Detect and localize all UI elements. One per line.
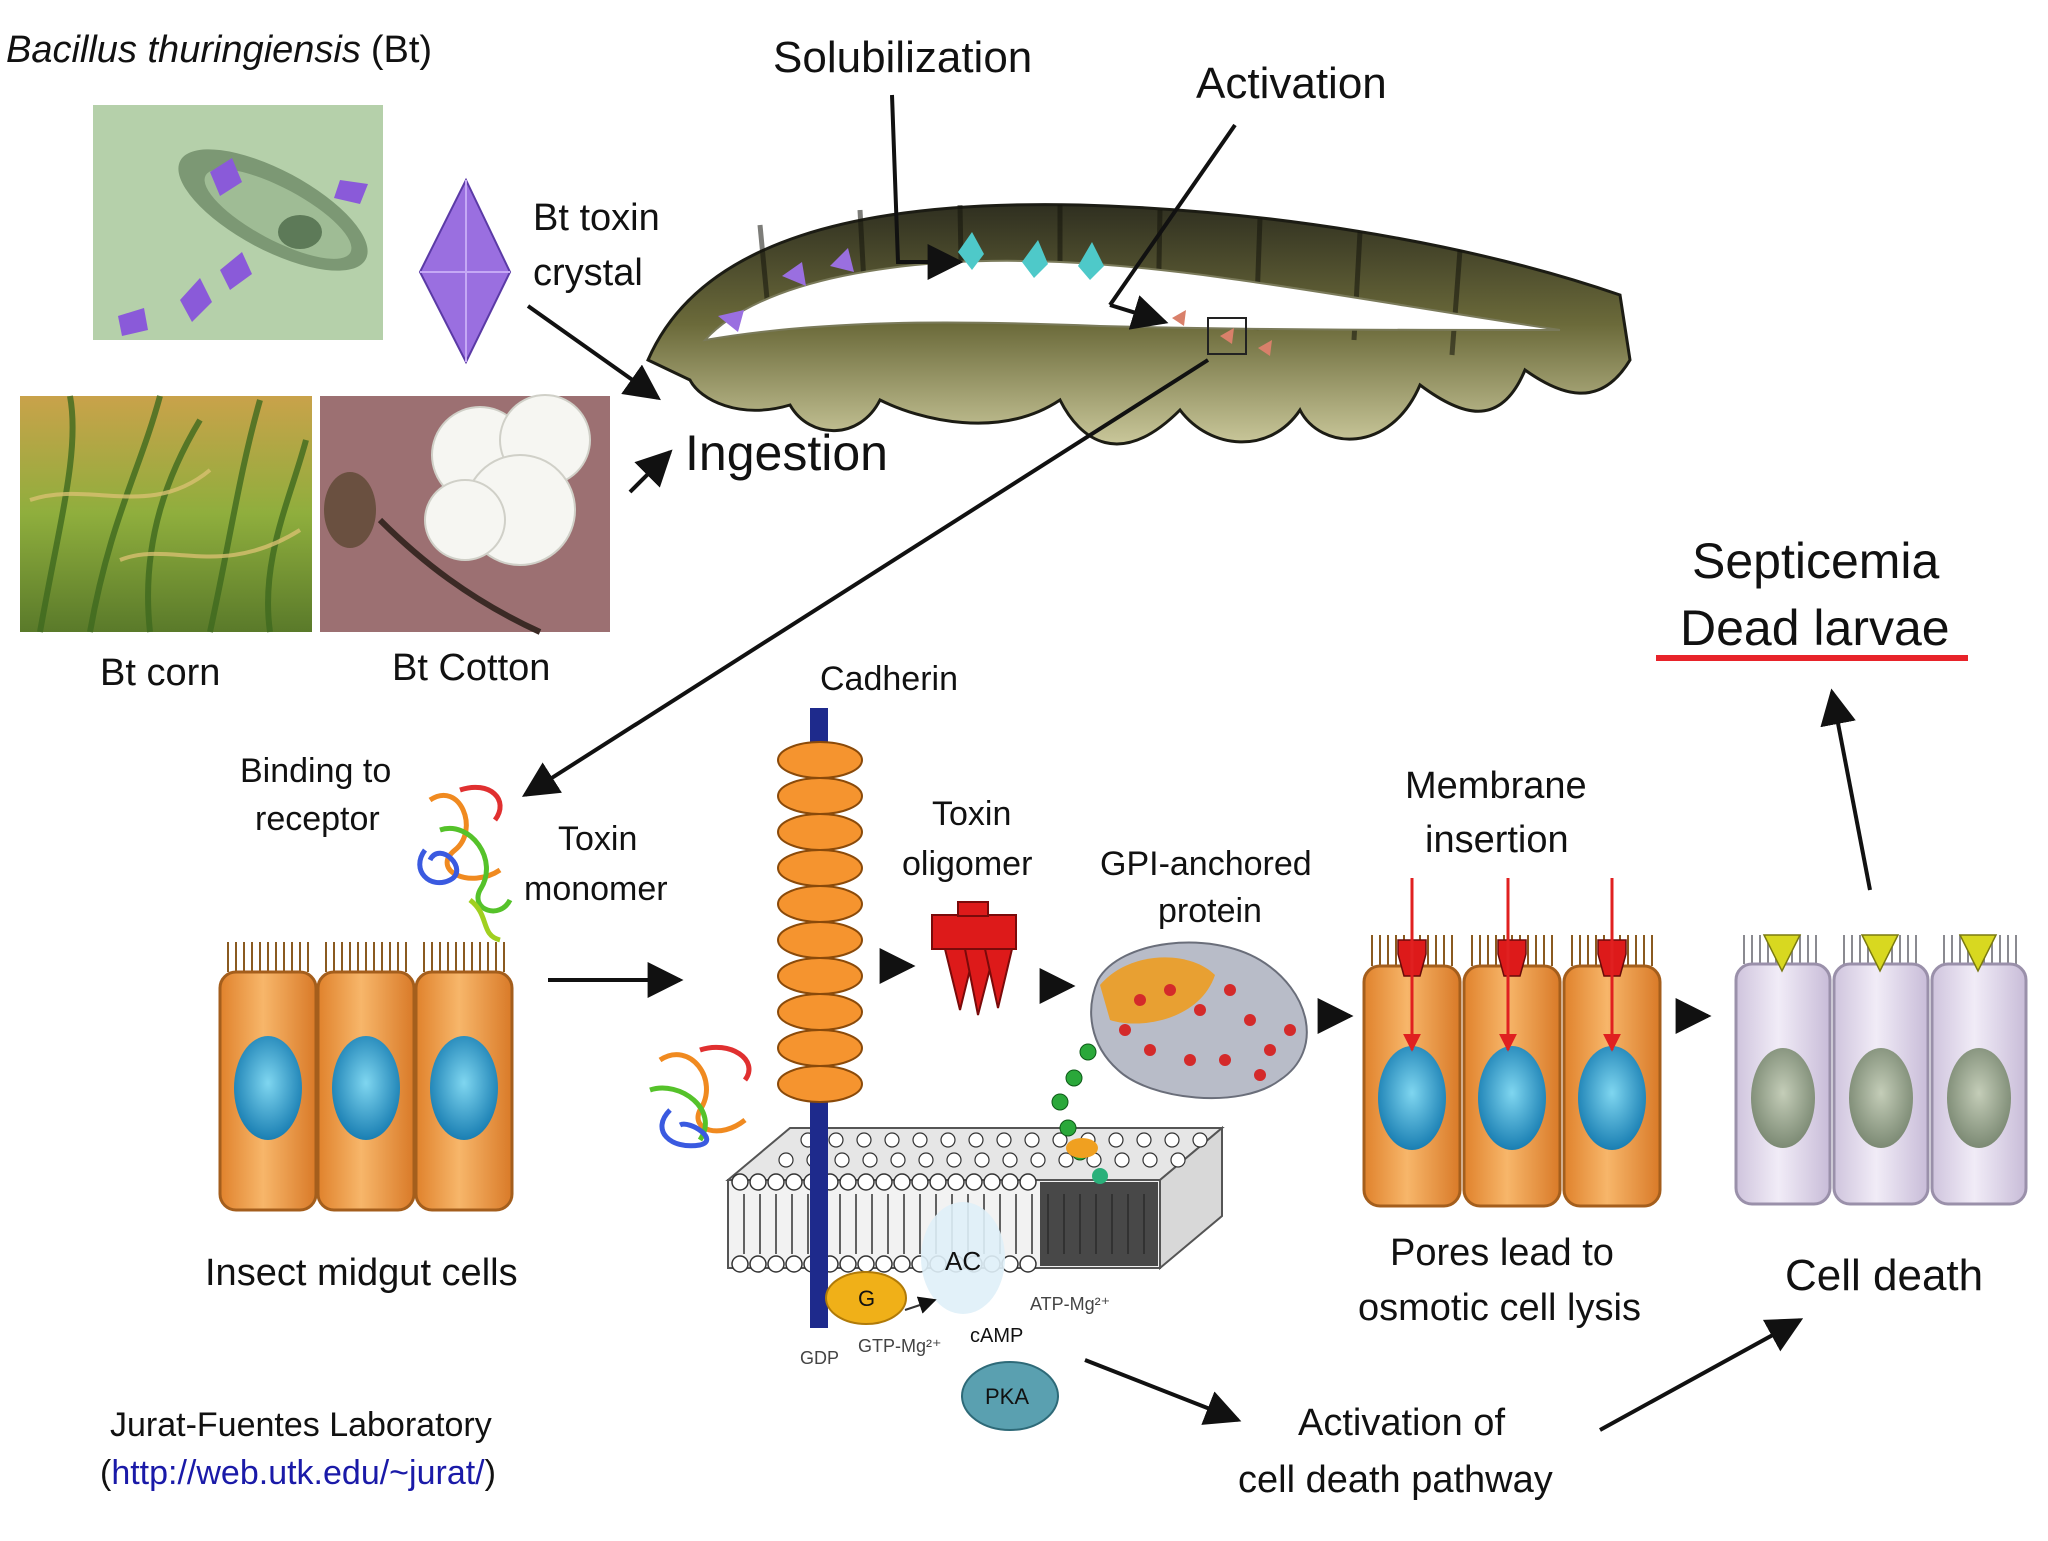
bt-corn-label: Bt corn [100, 652, 220, 694]
toxin-oligomer-label-1: Toxin [932, 795, 1011, 833]
zoom-box [1207, 317, 1247, 355]
g-protein-label: G [858, 1286, 875, 1311]
gdp-label: GDP [800, 1348, 839, 1368]
crystal-icons [118, 158, 368, 336]
lab-url-link[interactable]: http://web.utk.edu/~jurat/ [111, 1454, 485, 1492]
septicemia-label: Septicemia [1692, 533, 1940, 589]
bt-toxin-label-2: crystal [533, 252, 643, 294]
bacterium-micrograph [93, 105, 383, 340]
membrane-label-1: Membrane [1405, 765, 1587, 807]
dead-larvae-label: Dead larvae [1680, 600, 1950, 656]
larva-gut-illustration [646, 203, 1632, 446]
midgut-cells-dead [1734, 934, 2028, 1206]
activated-toxins [1172, 310, 1272, 356]
insect-midgut-label: Insect midgut cells [205, 1252, 518, 1294]
bt-cotton-label: Bt Cotton [392, 647, 550, 689]
pores-label-1: Pores lead to [1390, 1232, 1614, 1274]
gtp-label: GTP-Mg²⁺ [858, 1336, 942, 1356]
midgut-cells-healthy [218, 942, 514, 1212]
arrow-pka-to-pathway [1084, 1358, 1242, 1425]
bound-toxin-ribbon [649, 1044, 752, 1149]
arrow-solubilization [890, 94, 964, 280]
arrow-crystal-to-larva [526, 304, 661, 401]
arrow-crops-to-larva [628, 449, 673, 494]
arrow-zoom-to-receptor [521, 358, 1210, 797]
signaling-cascade: G AC GDP GTP-Mg²⁺ ATP-Mg²⁺ cAMP PKA [800, 1202, 1110, 1431]
atp-label: ATP-Mg²⁺ [1030, 1294, 1110, 1314]
solubilization-label: Solubilization [773, 33, 1032, 82]
pka-label: PKA [985, 1384, 1029, 1409]
toxin-monomer-label-2: monomer [524, 870, 668, 908]
cell-death-pathway-label: cell death pathway [1238, 1459, 1553, 1501]
species-title: Bacillus thuringiensis(Bt) [6, 29, 432, 71]
ingestion-label: Ingestion [685, 425, 888, 481]
membrane-label-2: insertion [1425, 819, 1569, 861]
binding-label-1: Binding to [240, 752, 391, 790]
solubilized-toxins [958, 232, 1104, 280]
activation-pointer [1108, 123, 1237, 307]
gpi-anchored-protein-icon [1051, 941, 1308, 1184]
camp-label: cAMP [970, 1325, 1023, 1347]
bt-toxin-label-1: Bt toxin [533, 197, 660, 239]
lab-name-label: Jurat-Fuentes Laboratory [110, 1406, 492, 1444]
midgut-cells-pores [1362, 878, 1662, 1208]
binding-label-2: receptor [255, 800, 380, 838]
lab-url-line: (http://web.utk.edu/~jurat/) [100, 1454, 496, 1492]
bt-cotton-photo [320, 394, 610, 635]
ac-label: AC [945, 1246, 981, 1276]
gpi-label-2: protein [1158, 892, 1262, 930]
cadherin-ectodomains [777, 741, 863, 1103]
gpi-label-1: GPI-anchored [1100, 845, 1312, 883]
bt-corn-photo [20, 395, 312, 633]
arrow-pathway-to-death [1599, 1318, 1804, 1432]
activation-label: Activation [1196, 59, 1387, 108]
toxin-oligomer-label-2: oligomer [902, 845, 1032, 883]
cadherin-label: Cadherin [820, 660, 958, 698]
pores-label-2: osmotic cell lysis [1358, 1287, 1641, 1329]
ingested-crystals [718, 248, 854, 332]
toxin-monomer-label-1: Toxin [558, 820, 637, 858]
activation-of-label: Activation of [1298, 1402, 1505, 1444]
cell-death-label: Cell death [1785, 1251, 1983, 1300]
toxin-oligomer-icon [931, 901, 1017, 1016]
arrow-death-to-septicemia [1820, 688, 1872, 891]
toxin-structure-ribbon [417, 784, 513, 943]
